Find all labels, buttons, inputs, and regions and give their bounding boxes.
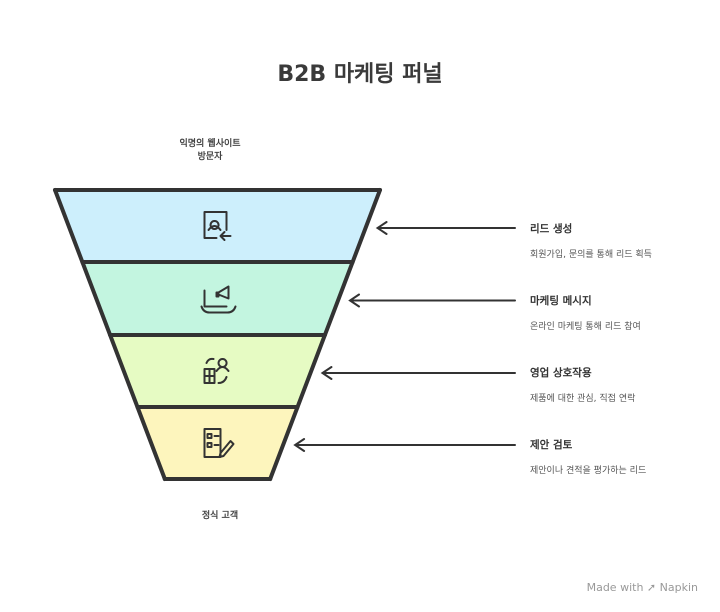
stage-description: 온라인 마케팅 통해 리드 참여 bbox=[530, 322, 641, 332]
funnel-left-edge bbox=[53, 188, 167, 481]
arrow-icon bbox=[320, 366, 516, 380]
arrow-icon bbox=[375, 221, 516, 235]
napkin-logo-icon: ➚ bbox=[646, 581, 657, 594]
checklist-pencil-icon bbox=[203, 428, 235, 458]
page-title: B2B 마케팅 퍼널 bbox=[277, 62, 443, 87]
stage-description: 제안이나 견적을 평가하는 리드 bbox=[530, 466, 647, 476]
funnel-bottom-label: 정식 고객 bbox=[201, 511, 239, 521]
stage-description: 회원가입, 문의를 통해 리드 획득 bbox=[530, 250, 652, 260]
stage-description: 제품에 대한 관심, 직접 연락 bbox=[530, 394, 636, 404]
funnel-right-edge bbox=[268, 188, 382, 481]
made-with-text: Made with bbox=[586, 581, 644, 594]
stage-title: 제안 검토 bbox=[530, 439, 573, 451]
funnel-band-4 bbox=[137, 407, 298, 479]
funnel-band-2 bbox=[82, 262, 353, 335]
stage-title: 마케팅 메시지 bbox=[530, 295, 592, 307]
brand-text: Napkin bbox=[659, 581, 698, 594]
top-label-line2: 방문자 bbox=[197, 152, 223, 162]
laptop-megaphone-icon bbox=[200, 285, 237, 314]
stage-title: 영업 상호작용 bbox=[530, 367, 592, 379]
arrow-icon bbox=[348, 293, 516, 308]
profile-arrow-icon bbox=[203, 211, 232, 241]
top-label-line1: 익명의 웹사이트 bbox=[179, 139, 241, 149]
exchange-person-icon bbox=[203, 357, 230, 384]
arrow-icon bbox=[293, 438, 516, 452]
stage-title: 리드 생성 bbox=[530, 223, 573, 235]
made-with-napkin: Made with ➚ Napkin bbox=[587, 581, 698, 594]
